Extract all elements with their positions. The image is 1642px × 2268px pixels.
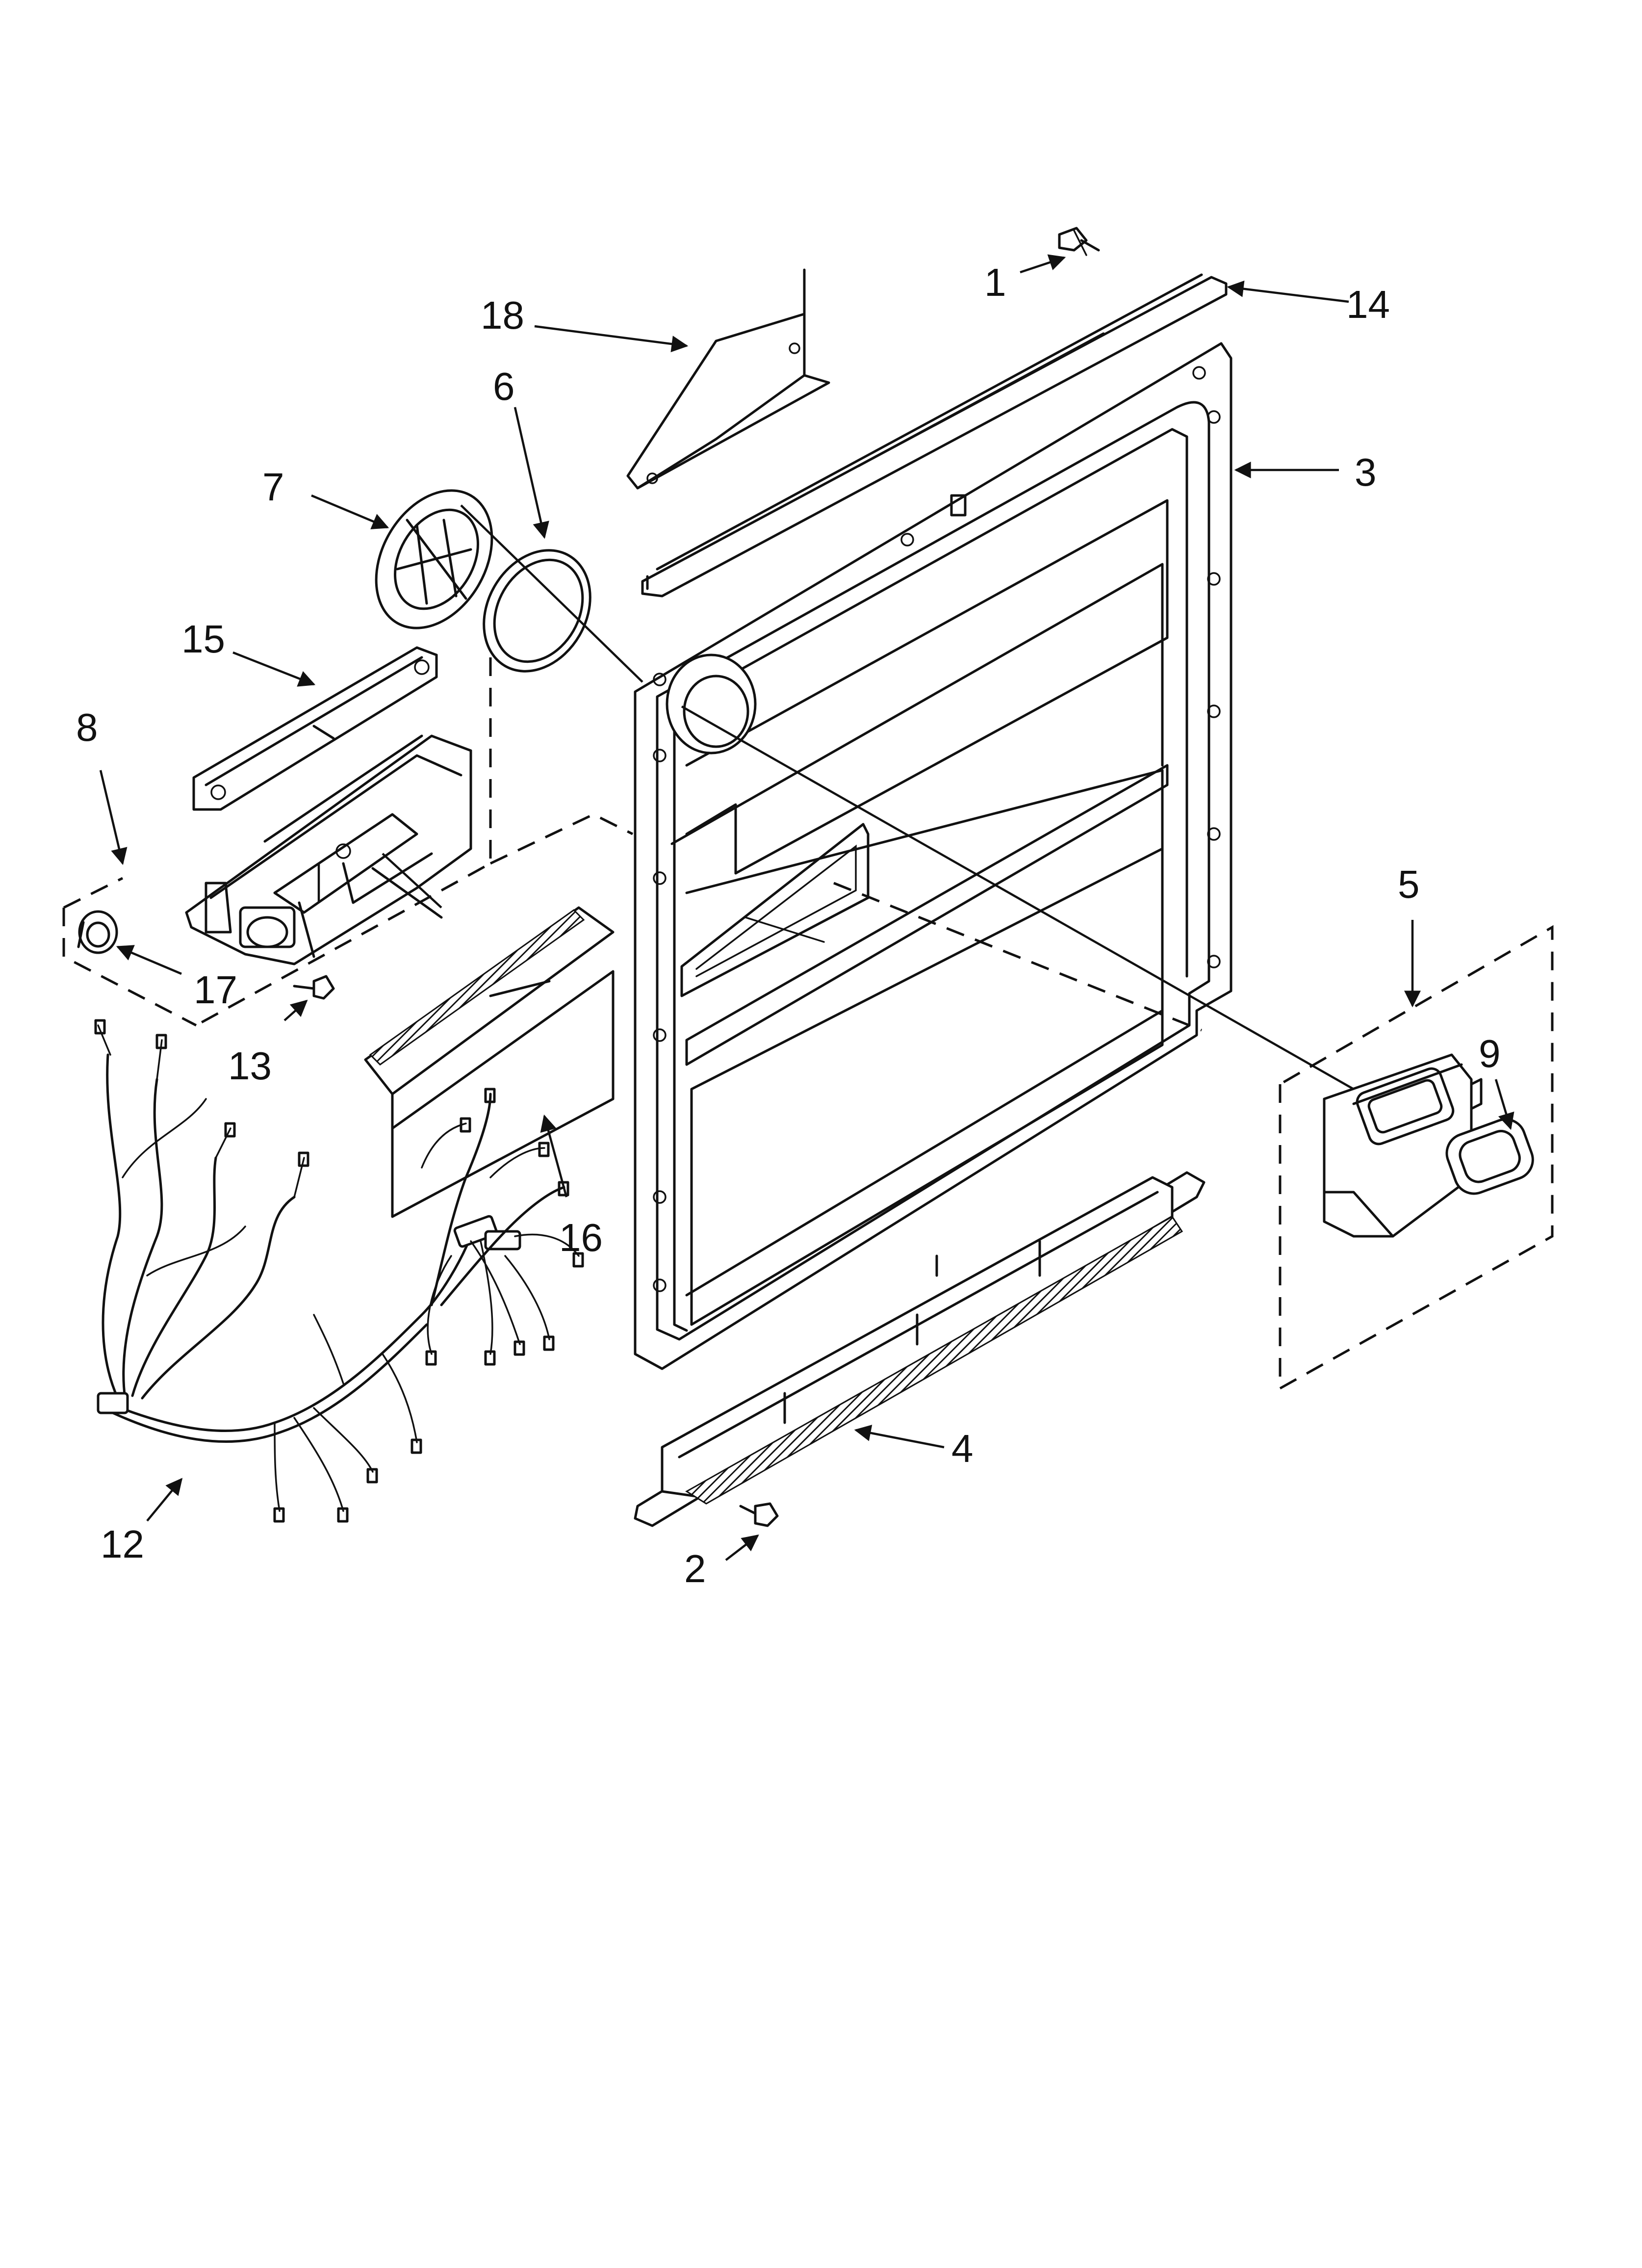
callout-7: 7 [262,465,284,509]
callout-16: 16 [559,1216,603,1259]
callout-6: 6 [493,365,515,408]
rinse-aid-cap [77,910,118,954]
callout-18: 18 [481,293,524,337]
callout-labels: 1 14 3 18 6 7 15 8 17 13 16 12 4 2 5 9 [76,261,1501,1590]
duct-gasket [1445,1118,1534,1195]
vent-gasket-ring [483,549,591,673]
inner-door-panel [634,342,1232,1370]
callout-1: 1 [984,261,1006,304]
callout-12: 12 [101,1522,144,1566]
bottom-door-seal [634,1171,1206,1527]
callout-15: 15 [181,617,225,661]
vent-grille [375,489,493,629]
alignment-lines [317,504,1355,1090]
top-trim-strip [641,273,1228,598]
dispenser-assembly [185,734,472,965]
panel-screw-bosses [653,366,1221,1292]
wire-harness [94,1019,584,1523]
deflector-bracket [626,268,830,490]
callout-14: 14 [1346,283,1390,326]
callout-2: 2 [684,1547,706,1590]
callout-8: 8 [76,705,98,749]
callout-9: 9 [1479,1032,1501,1075]
dispenser-screw [293,975,335,1000]
callout-5: 5 [1398,862,1420,906]
callout-13: 13 [228,1044,272,1088]
callout-17: 17 [194,968,237,1012]
dispenser-cover-strip [192,646,438,811]
callout-3: 3 [1355,450,1377,494]
bottom-screw [739,1502,779,1527]
wire-terminals [94,1019,584,1523]
insulation-shield [364,906,615,1218]
top-screw [1058,227,1100,256]
callout-4: 4 [951,1427,974,1470]
dispenser-group-outline [62,657,634,1027]
callout-leaders [99,254,1514,1561]
vent-duct-group-outline [1279,925,1554,1391]
vent-duct [1323,1053,1483,1238]
